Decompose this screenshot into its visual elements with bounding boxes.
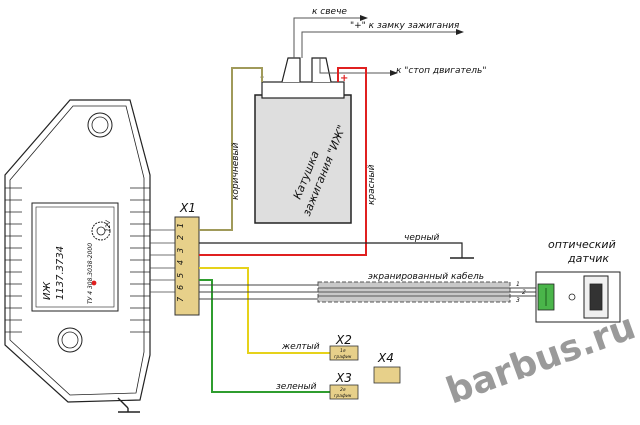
green-wire xyxy=(199,279,330,393)
red-wire-label: красный xyxy=(367,164,377,205)
brown-wire-label: коричневый xyxy=(231,142,241,200)
coil-top-wires xyxy=(293,17,458,74)
sensor-label-line1: оптический xyxy=(548,238,616,251)
x2-text-line2: график xyxy=(334,354,352,360)
shielded-cable-label: экранированный кабель xyxy=(368,272,484,282)
pin-5: 5 xyxy=(176,273,185,278)
connector-x4-label: X4 xyxy=(377,351,394,365)
connector-x3: X3 2я график xyxy=(329,371,359,400)
red-wire xyxy=(199,67,367,256)
connector-x2-label: X2 xyxy=(335,333,352,347)
ecu-spec: ТУ 4 308.3038-2000 xyxy=(87,243,94,304)
sensor-pin-1: 1 xyxy=(516,281,520,288)
signal-wires xyxy=(199,284,318,300)
pin-2: 2 xyxy=(176,235,185,240)
to-ignition-lock-label: "+" к замку зажигания xyxy=(350,21,460,31)
sensor-label-line2: датчик xyxy=(567,252,609,265)
connector-x1-label: X1 xyxy=(179,201,196,215)
to-plug-label: к свече xyxy=(312,7,347,17)
connector-x3-label: X3 xyxy=(335,371,352,385)
to-stop-engine-label: к "стоп двигатель" xyxy=(396,66,486,76)
arrow-heads xyxy=(360,15,464,76)
ecu-led-icon xyxy=(91,280,97,286)
connector-x2: X2 1я график xyxy=(329,333,359,361)
ecu-voltage: 12V xyxy=(105,219,112,232)
black-wire-label: черный xyxy=(404,233,440,243)
sensor-pin-2: 2 xyxy=(522,289,526,296)
connector-x1-pins: 7 6 5 4 3 2 1 xyxy=(176,223,185,302)
connector-x1: X1 xyxy=(174,201,200,316)
pin-1: 1 xyxy=(176,223,185,228)
pin-6: 6 xyxy=(176,285,185,290)
pin-4: 4 xyxy=(176,260,185,265)
ecu-model: 1137.3734 xyxy=(55,246,66,300)
cable-to-sensor-wires xyxy=(510,287,536,297)
x3-text-line1: 2я xyxy=(340,387,346,393)
sensor-pin-3: 3 xyxy=(516,297,520,304)
ecu-module: ИЖ 1137.3734 ТУ 4 308.3038-2000 12V xyxy=(4,99,151,403)
ignition-coil: Катушка зажигания "ИЖ" - + xyxy=(254,57,352,224)
brown-wire xyxy=(199,67,263,231)
black-wire xyxy=(199,242,463,258)
ecu-leads xyxy=(150,229,175,293)
connector-x4: X4 xyxy=(373,351,401,384)
coil-plus-terminal: + xyxy=(340,73,348,84)
optical-sensor: оптический датчик xyxy=(535,238,621,323)
sensor-pin-numbers: 1 2 3 xyxy=(516,281,526,304)
shielded-cable: экранированный кабель xyxy=(317,272,511,303)
yellow-wire xyxy=(199,267,330,354)
green-wire-label: зеленый xyxy=(276,382,317,392)
ecu-brand: ИЖ xyxy=(42,281,53,300)
ecu-ground-symbol xyxy=(117,397,140,413)
x2-text-line1: 1я xyxy=(340,348,346,354)
pin-7: 7 xyxy=(176,296,185,302)
yellow-wire-label: желтый xyxy=(281,342,320,352)
x3-text-line2: график xyxy=(334,393,352,399)
pin-3: 3 xyxy=(176,248,185,253)
